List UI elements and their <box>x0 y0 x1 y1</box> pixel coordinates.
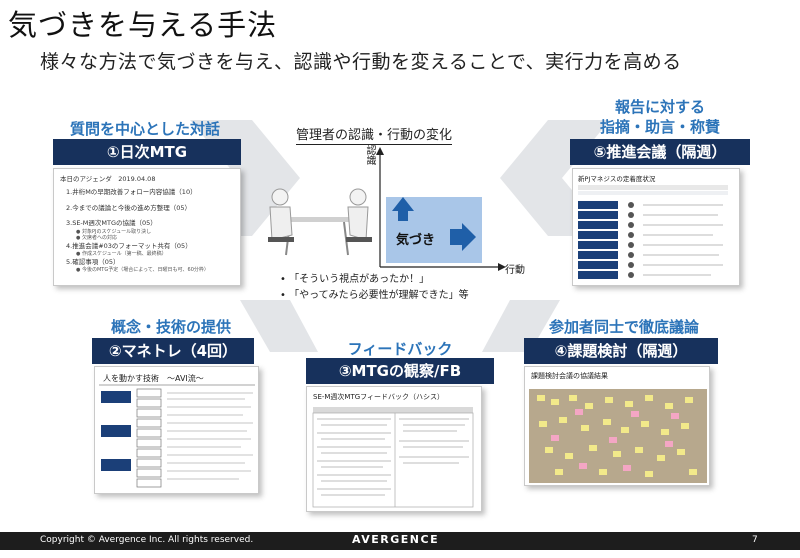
method1-label: 質問を中心とした対話 <box>69 120 220 138</box>
agenda-subitem: ● 今後のMTG予定（場合によって、日曜日も可、60分枠） <box>76 267 209 274</box>
method5-label-line2: 指摘・助言・称賛 <box>599 118 720 136</box>
right-arrow <box>450 223 476 251</box>
method1-card: 本日のアジェンダ 2019.04.08 1.井桁Mの早期改善フォロー内容協議（1… <box>53 168 241 286</box>
quote-item: 「やってみたら必要性が理解できた」等 <box>280 288 469 304</box>
agenda-item: 3.SE-M週次MTGの協議（05） <box>66 219 157 228</box>
method5-card: 新PJマネジスの定着度状況 <box>572 168 740 286</box>
method3-table-thumbnail <box>312 407 474 508</box>
method5-table-thumbnail <box>578 185 728 279</box>
page-number: 7 <box>752 535 758 545</box>
page-subtitle: 様々な方法で気づきを与え、認識や行動を変えることで、実行力を高める <box>40 51 682 73</box>
awareness-diagram <box>268 147 506 271</box>
method1-heading: ①日次MTG <box>53 139 241 165</box>
method4-whiteboard-photo <box>529 389 707 483</box>
agenda-item: 1.井桁Mの早期改善フォロー内容協議（10） <box>66 188 197 197</box>
method3-heading: ③MTGの観察/FB <box>306 358 494 384</box>
x-axis-label: 行動 <box>505 265 525 276</box>
method4-heading: ④課題検討（隔週） <box>524 338 718 364</box>
method2-heading: ②マネトレ（4回） <box>92 338 254 364</box>
footer-copyright: Copyright © Avergence Inc. All rights re… <box>40 535 254 545</box>
agenda-item: 2.今までの議論と今後の進め方整理（05） <box>66 203 191 212</box>
awareness-label: 気づき <box>396 233 436 248</box>
method5-card-title: 新PJマネジスの定着度状況 <box>578 175 656 183</box>
up-arrow <box>392 197 414 221</box>
method3-card: SE-M週次MTGフィードバック（ハシス） <box>306 386 482 512</box>
quote-list: 「そういう視点があったか！」 「やってみたら必要性が理解できた」等 <box>280 272 469 303</box>
quote-item: 「そういう視点があったか！」 <box>280 272 469 288</box>
method4-card: 課題検討会議の協議結果 <box>524 366 710 486</box>
agenda-subitem: ● 作成スケジュール（第一稿、最終稿） <box>76 251 167 258</box>
method2-table-thumbnail <box>99 384 255 488</box>
method4-label: 参加者同士で徹底議論 <box>548 318 699 336</box>
center-title: 管理者の認識・行動の変化 <box>296 124 453 145</box>
method5-label-line1: 報告に対する <box>614 98 705 116</box>
agenda-item: 4.推進会議#03のフォーマット共有（05） <box>66 241 192 250</box>
method3-label: フィードバック <box>347 340 453 358</box>
y-axis-label: 認識 <box>364 145 375 165</box>
agenda-item: 5.確認事項（05） <box>66 257 120 266</box>
method2-card: 人を動かす技術 ～AVI流～ <box>94 366 259 494</box>
agenda-subitem: ● 対象PJのスケジュール取り決し <box>76 228 152 235</box>
agenda-head: 本日のアジェンダ 2019.04.08 <box>60 175 156 183</box>
method4-card-title: 課題検討会議の協議結果 <box>531 372 608 380</box>
agenda-subitem: ● 欠席者への対応 <box>76 235 117 242</box>
page-title: 気づきを与える手法 <box>8 8 278 42</box>
footer-bar <box>0 532 800 550</box>
method5-heading: ⑤推進会議（隔週） <box>570 139 750 165</box>
meeting-illustration <box>268 188 372 256</box>
method2-label: 概念・技術の提供 <box>110 318 231 336</box>
method2-card-title: 人を動かす技術 ～AVI流～ <box>103 374 204 383</box>
method3-card-title: SE-M週次MTGフィードバック（ハシス） <box>313 393 445 401</box>
footer-logo: AVERGENCE <box>352 533 440 546</box>
